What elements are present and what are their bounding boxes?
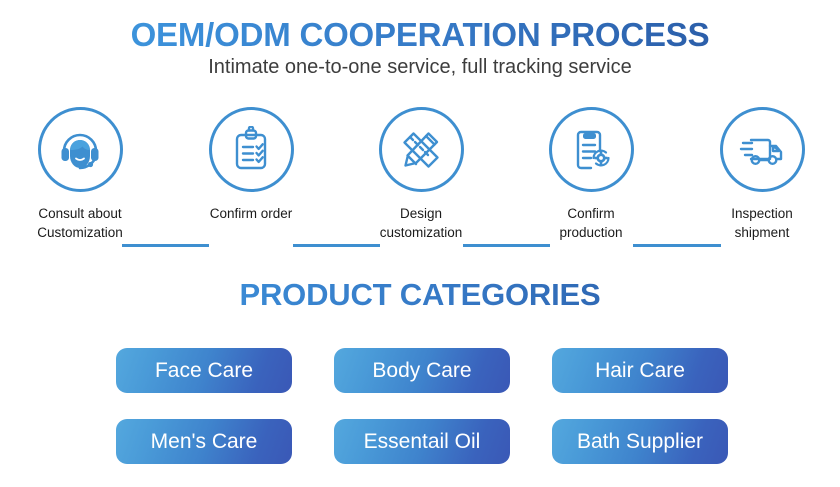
process-step-label: Design customization xyxy=(379,206,463,240)
category-button-bath-supplier[interactable]: Bath Supplier xyxy=(552,419,728,464)
connector-line-1 xyxy=(122,244,209,247)
process-step-design[interactable]: Design customization xyxy=(341,95,501,242)
page-subtitle: Intimate one-to-one service, full tracki… xyxy=(208,56,632,78)
clipboard-checklist-icon xyxy=(227,125,275,174)
step-circle-5 xyxy=(719,107,805,192)
process-step-production[interactable]: Confirm production xyxy=(511,95,671,242)
step-circle-1 xyxy=(37,107,123,192)
process-flow: Consult about Customization xyxy=(0,95,840,247)
process-step-label: Inspection shipment xyxy=(731,206,793,240)
page-title: OEM/ODM COOPERATION PROCESS xyxy=(0,16,840,54)
step-circle-4 xyxy=(548,107,634,192)
process-step-confirm-order[interactable]: Confirm order xyxy=(171,95,331,224)
document-gear-icon xyxy=(567,126,615,174)
delivery-truck-icon xyxy=(737,125,787,175)
category-button-mens-care[interactable]: Men's Care xyxy=(116,419,292,464)
step-circle-3 xyxy=(378,107,464,192)
step-circle-2 xyxy=(208,107,294,192)
headset-agent-icon xyxy=(54,124,106,176)
connector-line-4 xyxy=(633,244,721,247)
category-button-essential-oil[interactable]: Essentail Oil xyxy=(334,419,510,464)
pencil-ruler-icon xyxy=(397,126,445,174)
process-step-shipment[interactable]: Inspection shipment xyxy=(682,95,840,242)
process-step-consult[interactable]: Consult about Customization xyxy=(0,95,160,242)
category-button-face-care[interactable]: Face Care xyxy=(116,348,292,393)
categories-title: PRODUCT CATEGORIES xyxy=(0,277,840,313)
process-step-label: Confirm order xyxy=(209,206,293,221)
product-categories-grid: Face Care Body Care Hair Care Men's Care… xyxy=(116,348,728,464)
category-button-hair-care[interactable]: Hair Care xyxy=(552,348,728,393)
connector-line-2 xyxy=(293,244,380,247)
category-button-body-care[interactable]: Body Care xyxy=(334,348,510,393)
process-step-label: Consult about Customization xyxy=(37,206,123,240)
process-step-label: Confirm production xyxy=(559,206,623,240)
connector-line-3 xyxy=(463,244,550,247)
